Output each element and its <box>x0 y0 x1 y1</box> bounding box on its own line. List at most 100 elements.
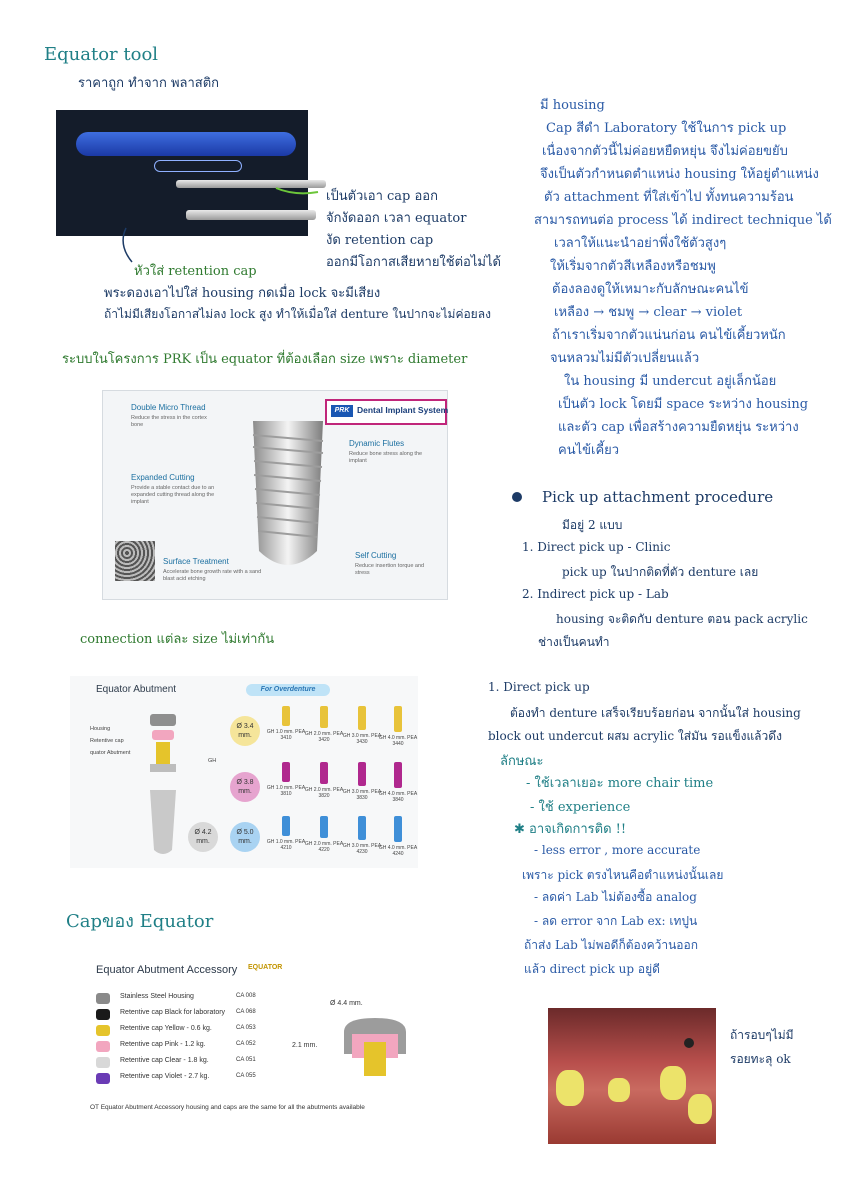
housing-cap-drawing <box>344 1018 406 1076</box>
note-line: Cap สีดำ Laboratory ใช้ในการ pick up <box>546 121 787 136</box>
subtitle: ราคาถูก ทำจาก พลาสติก <box>78 76 220 91</box>
direct-line: - less error , more accurate <box>534 843 701 857</box>
tip-note-heading: หัวใส่ retention cap <box>134 264 257 279</box>
tooth <box>660 1066 686 1100</box>
abutment-cell: GH 1.0 mm. PEA 3410 <box>266 706 306 741</box>
note-line: จึงเป็นตัวกำหนดตำแหน่ง housing ให้อยู่ตำ… <box>540 167 819 182</box>
accessory-footnote: OT Equator Abutment Accessory housing an… <box>90 1104 365 1111</box>
diameter-badge: Ø 3.4 mm. <box>230 716 260 746</box>
brand-logo: PRK <box>331 405 353 417</box>
tooth <box>556 1070 584 1106</box>
tool-note: เป็นตัวเอา cap ออก จักงัดออก เวลา equato… <box>326 186 501 274</box>
tool-tip <box>186 210 316 220</box>
equator-abutment-figure: Equator Abutment For Overdenture Housing… <box>70 676 418 868</box>
part-label: quator Abutment <box>90 750 131 756</box>
tool-handle <box>76 132 296 172</box>
abutment-cell: GH 4.0 mm. PEA 3440 <box>378 706 418 747</box>
feature-desc: Provide a stable contact due to an expan… <box>131 485 215 505</box>
diameter-badge: Ø 4.2 mm. <box>188 822 218 852</box>
brand-title: Dental Implant System <box>357 405 449 415</box>
tip-note-line: พระดองเอาไปใส่ housing กดเมื่อ lock จะมี… <box>104 286 381 301</box>
implant-drawing <box>252 421 324 565</box>
note-line: คนไข้เคี้ยว <box>558 443 620 458</box>
surface-texture-image <box>115 541 155 581</box>
dimension-height: 2.1 mm. <box>292 1042 318 1049</box>
note-line: จนหลวมไม่มีตัวเปลี่ยนแล้ว <box>550 351 700 366</box>
abutment-cell: GH 1.0 mm. PEA 4210 <box>266 816 306 851</box>
abutment-cell: GH 2.0 mm. PEA 4220 <box>304 816 344 853</box>
direct-line: แล้ว direct pick up อยู่ดี <box>524 962 660 976</box>
pickup-line: 1. Direct pick up - Clinic <box>522 540 671 554</box>
part-label: Housing <box>90 726 111 732</box>
note-line: ถ้าเราเริ่มจากตัวแน่นก่อน คนไข้เคี้ยวหนั… <box>552 328 786 343</box>
abutment-cell: GH 3.0 mm. PEA 3430 <box>342 706 382 745</box>
note-line: เวลาให้แนะนำอย่าพึ่งใช้ตัวสูงๆ <box>554 236 727 251</box>
brand-box: PRK Dental Implant System <box>325 399 449 425</box>
note-line: มี housing <box>540 98 605 113</box>
tool-note-line: งัด retention cap <box>326 233 434 248</box>
abutment-cell: GH 4.0 mm. PEA 3840 <box>378 762 418 803</box>
pickup-line: pick up ในปากติดที่ตัว denture เลย <box>562 565 759 579</box>
direct-line: ✱ อาจเกิดการติด !! <box>514 822 627 837</box>
feature-title: Dynamic Flutes <box>349 439 405 448</box>
note-line: และตัว cap เพื่อสร้างความยืดหยุ่น ระหว่า… <box>558 420 799 435</box>
feature-desc: Reduce bone stress along the implant <box>349 451 423 464</box>
abutment-cell: GH 3.0 mm. PEA 3830 <box>342 762 382 801</box>
gh-label: GH <box>208 758 217 764</box>
tool-note-line: ออกมีโอกาสเสียหายใช้ต่อไม่ได้ <box>326 255 501 270</box>
feature-title: Expanded Cutting <box>131 473 195 482</box>
bullet-icon <box>512 492 522 502</box>
feature-desc: Reduce insertion torque and stress <box>355 563 425 576</box>
accessory-figure: Equator Abutment Accessory EQUATOR Stain… <box>86 950 416 1118</box>
implant-figure: PRK Dental Implant System Double Micro T… <box>102 390 448 600</box>
direct-line: - ใช้เวลาเยอะ more chair time <box>526 776 714 791</box>
abutment-head <box>684 1038 694 1048</box>
mouth-photo <box>548 1008 716 1144</box>
direct-line: block out undercut ผสม acrylic ใส่มัน รอ… <box>488 729 782 743</box>
note-line: สามารถทนต่อ process ได้ indirect techniq… <box>534 213 832 228</box>
note-line: ให้เริ่มจากตัวสีเหลืองหรือชมพู <box>550 259 716 274</box>
diameter-badge: Ø 3.8 mm. <box>230 772 260 802</box>
abutment-cell: GH 2.0 mm. PEA 3820 <box>304 762 344 799</box>
tool-rod <box>176 180 326 188</box>
housing-notes: มี housing Cap สีดำ Laboratory ใช้ในการ … <box>534 94 832 462</box>
equator-brand-logo: EQUATOR <box>248 964 283 971</box>
abutment-cell: GH 3.0 mm. PEA 4230 <box>342 816 382 855</box>
tooth <box>688 1094 712 1124</box>
diameter-badge: Ø 5.0 mm. <box>230 822 260 852</box>
tool-note-line: จักงัดออก เวลา equator <box>326 211 467 226</box>
feature-title: Double Micro Thread <box>131 403 206 412</box>
page-title: Equator tool <box>44 44 159 65</box>
overdenture-pill: For Overdenture <box>246 684 330 696</box>
photo-note: ถ้ารอบๆไม่มี <box>730 1028 794 1042</box>
pickup-line: housing จะติดกับ denture ตอน pack acryli… <box>556 612 808 626</box>
feature-title: Self Cutting <box>355 551 397 560</box>
abutment-cell: GH 2.0 mm. PEA 3420 <box>304 706 344 743</box>
direct-line: เพราะ pick ตรงไหนคือตำแหน่งนั้นเลย <box>522 868 724 882</box>
feature-desc: Reduce the stress in the cortex bone <box>131 415 207 428</box>
abutment-title: Equator Abutment <box>96 684 177 695</box>
direct-line: - ลดค่า Lab ไม่ต้องซื้อ analog <box>534 890 697 904</box>
photo-note: รอยทะลุ ok <box>730 1052 791 1066</box>
abutment-exploded-drawing <box>150 714 176 854</box>
direct-line: ต้องทำ denture เสร็จเรียบร้อยก่อน จากนั้… <box>510 706 801 720</box>
note-line: เหลือง → ชมพู → clear → violet <box>554 305 743 320</box>
equator-tool-photo <box>56 110 326 236</box>
feature-title: Surface Treatment <box>163 557 229 566</box>
note-line: ต้องลองดูให้เหมาะกับลักษณะคนไข้ <box>552 282 749 297</box>
abutment-cell: GH 4.0 mm. PEA 4240 <box>378 816 418 857</box>
direct-line: 1. Direct pick up <box>488 680 590 694</box>
prk-heading: ระบบในโครงการ PRK เป็น equator ที่ต้องเล… <box>62 352 468 367</box>
tip-note-line: ถ้าไม่มีเสียงโอกาสไม่ลง lock สูง ทำให้เม… <box>104 307 491 321</box>
cap-heading: Capของ Equator <box>66 911 214 932</box>
note-line: ตัว attachment ที่ใส่เข้าไป ทั้งทนความร้… <box>544 190 794 205</box>
connection-note: connection แต่ละ size ไม่เท่ากัน <box>80 632 275 647</box>
part-label: Retentive cap <box>90 738 124 744</box>
note-line: ใน housing มี undercut อยู่เล็กน้อย <box>564 374 777 389</box>
pickup-line: 2. Indirect pick up - Lab <box>522 587 669 601</box>
accessory-title: Equator Abutment Accessory <box>96 964 238 976</box>
direct-line: ถ้าส่ง Lab ไม่พอดีก็ต้องคว้านออก <box>524 938 698 952</box>
direct-line: - ลด error จาก Lab ex: เทปูน <box>534 914 698 928</box>
note-line: เนื่องจากตัวนี้ไม่ค่อยหยืดหยุ่น จึงไม่ค่… <box>542 144 788 159</box>
tooth <box>608 1078 630 1102</box>
